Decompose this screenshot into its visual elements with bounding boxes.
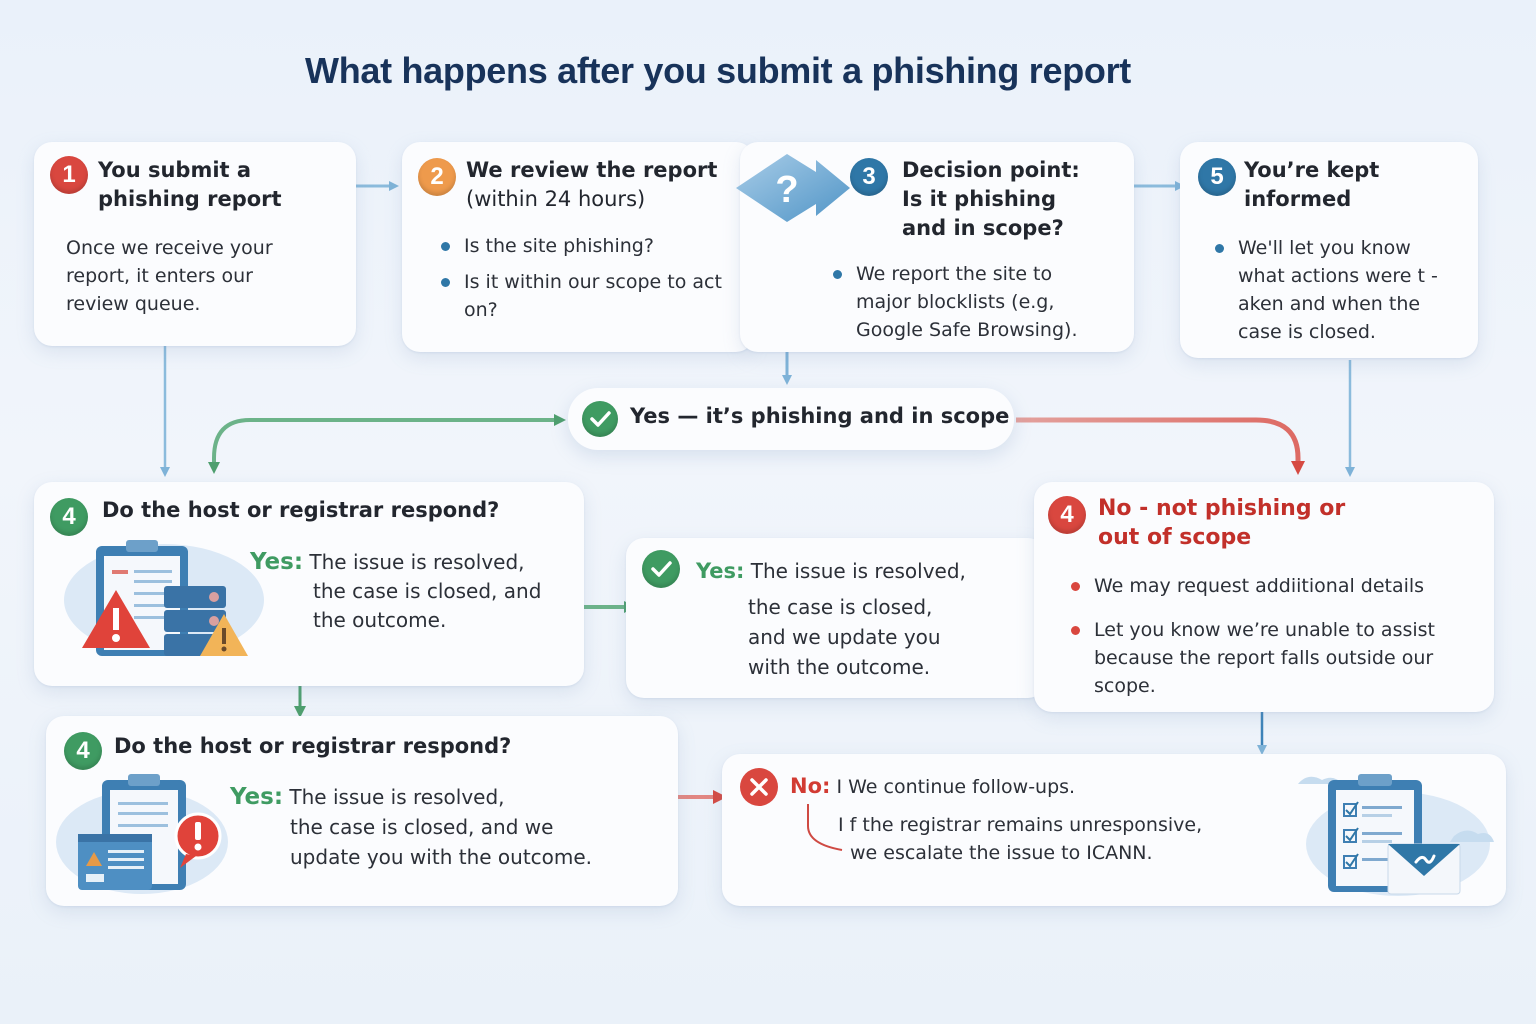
no-branch-bullets: We may request addiitional details Let y… — [1068, 572, 1468, 708]
yes-result-text: Yes: The issue is resolved, the case is … — [696, 559, 966, 679]
arrow-pill-to-no — [1016, 417, 1305, 475]
step-number-badge: 4 — [1048, 496, 1086, 534]
yes-result-card: Yes: The issue is resolved, the case is … — [626, 538, 1046, 698]
step5-bullets: We'll let you know what actions were t -… — [1212, 234, 1442, 354]
host-respond-card-1: 4 Do the host or registrar respond? Yes:… — [34, 482, 584, 686]
step-number-badge: 4 — [50, 498, 88, 536]
no-label: No: — [790, 774, 831, 798]
step-number-badge: 4 — [64, 732, 102, 770]
arrow-pill-to-host — [208, 418, 560, 474]
host-respond-heading: Do the host or registrar respond? — [114, 734, 512, 758]
step2-heading: We review the report (within 24 hours) — [466, 156, 717, 214]
step-number-badge: 1 — [50, 156, 88, 194]
step-number-badge: 3 — [850, 158, 888, 196]
no-branch-card: 4 No - not phishing or out of scope We m… — [1034, 482, 1494, 712]
step3-bullets: We report the site to major blocklists (… — [830, 260, 1100, 352]
step2-card: 2 We review the report (within 24 hours)… — [402, 142, 754, 352]
step5-heading: You’re kept informed — [1244, 158, 1380, 211]
svg-text:?: ? — [775, 169, 798, 211]
no-result-text: No: I We continue follow-ups. I f the re… — [790, 774, 1203, 864]
check-circle-icon — [582, 401, 618, 437]
no-result-card: No: I We continue follow-ups. I f the re… — [722, 754, 1506, 906]
yes-label: Yes: — [250, 549, 304, 575]
step1-heading: You submit a phishing report — [98, 158, 282, 211]
yes-label: Yes: — [230, 784, 284, 810]
yes-branch-label: Yes — it’s phishing and in scope — [630, 404, 1010, 428]
bullet-item: Let you know we’re unable to assist beca… — [1068, 616, 1468, 700]
host-respond-yes-text: Yes: The issue is resolved, the case is … — [230, 784, 593, 869]
page-title: What happens after you submit a phishing… — [305, 50, 1131, 91]
bullet-item: Is the site phishing? — [438, 232, 728, 260]
yes-label: Yes: — [696, 559, 745, 583]
step-number-badge: 5 — [1198, 158, 1236, 196]
no-branch-heading: No - not phishing or out of scope — [1098, 496, 1346, 550]
step2-bullets: Is the site phishing? Is it within our s… — [438, 232, 728, 332]
host-respond-yes-text: Yes: The issue is resolved, the case is … — [250, 549, 542, 632]
bracket-connector — [807, 804, 843, 851]
bullet-item: We may request addiitional details — [1068, 572, 1468, 600]
host-respond-heading: Do the host or registrar respond? — [102, 498, 500, 522]
clipboard-server-warning-icon — [64, 540, 264, 656]
step2-subheading: (within 24 hours) — [466, 187, 646, 211]
x-circle-icon — [740, 768, 778, 806]
step5-card: 5 You’re kept informed We'll let you kno… — [1180, 142, 1478, 358]
check-circle-icon — [642, 550, 680, 588]
clipboard-checklist-envelope-icon — [1298, 774, 1494, 896]
bullet-item: We report the site to major blocklists (… — [830, 260, 1100, 344]
bullet-item: We'll let you know what actions were t -… — [1212, 234, 1442, 346]
yes-branch-pill: Yes — it’s phishing and in scope — [568, 388, 1014, 450]
step-number-badge: 2 — [418, 158, 456, 196]
step3-heading: Decision point: Is it phishing and in sc… — [902, 158, 1080, 240]
host-respond-card-2: 4 Do the host or registrar respond? Yes:… — [46, 716, 678, 906]
bullet-item: Is it within our scope to act on? — [438, 268, 728, 324]
step1-body: Once we receive your report, it enters o… — [66, 237, 273, 315]
step1-card: 1 You submit a phishing report Once we r… — [34, 142, 356, 346]
step3-card: Decision point: Is it phishing and in sc… — [740, 142, 1134, 352]
clipboard-browser-alert-icon — [56, 774, 228, 894]
decision-diamond-icon: ? — [736, 154, 850, 222]
